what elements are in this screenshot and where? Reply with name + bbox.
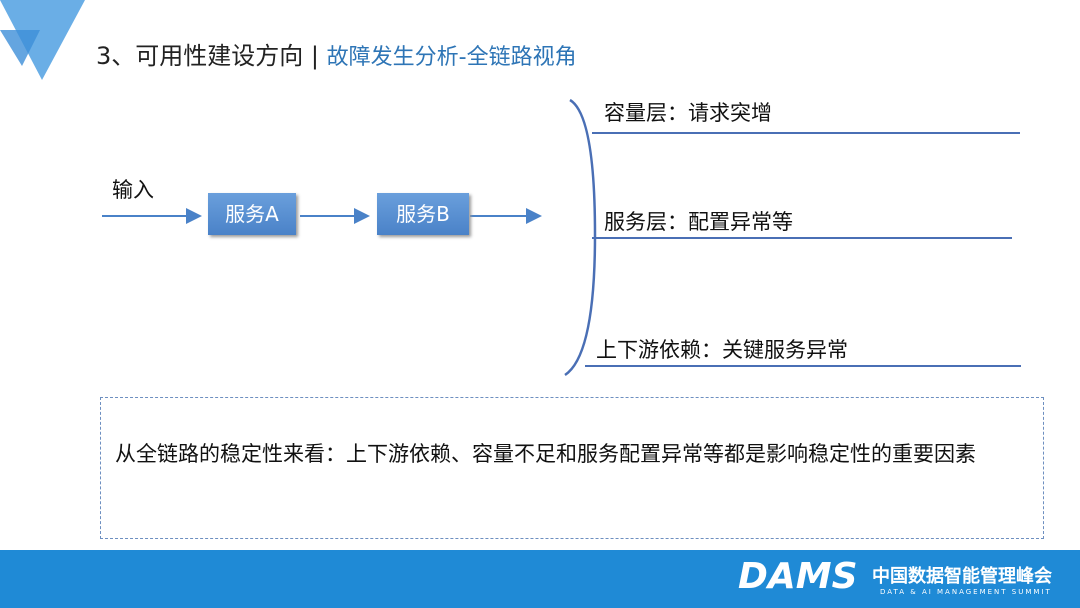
layer-dependency: 上下游依赖：关键服务异常 [596,338,848,362]
brace-icon [564,98,597,377]
service-a-box: 服务A [208,193,296,235]
footer-logo: DAMS [738,556,858,597]
input-label: 输入 [112,178,154,202]
page-title: 3、可用性建设方向 | 故障发生分析-全链路视角 [96,42,577,70]
footer-banner: DAMS 中国数据智能管理峰会 DATA & AI MANAGEMENT SUM… [0,550,1080,608]
footer-name: 中国数据智能管理峰会 [872,566,1052,587]
summary-note: 从全链路的稳定性来看：上下游依赖、容量不足和服务配置异常等都是影响稳定性的重要因… [100,397,1044,539]
layer-service: 服务层：配置异常等 [604,210,793,234]
footer-tagline: DATA & AI MANAGEMENT SUMMIT [880,588,1052,596]
logo-triangles-icon [0,0,85,80]
flow-arrows [102,208,542,224]
page-subtitle: 故障发生分析-全链路视角 [326,45,577,70]
layer-capacity: 容量层：请求突增 [604,101,772,125]
service-b-box: 服务B [377,193,469,235]
